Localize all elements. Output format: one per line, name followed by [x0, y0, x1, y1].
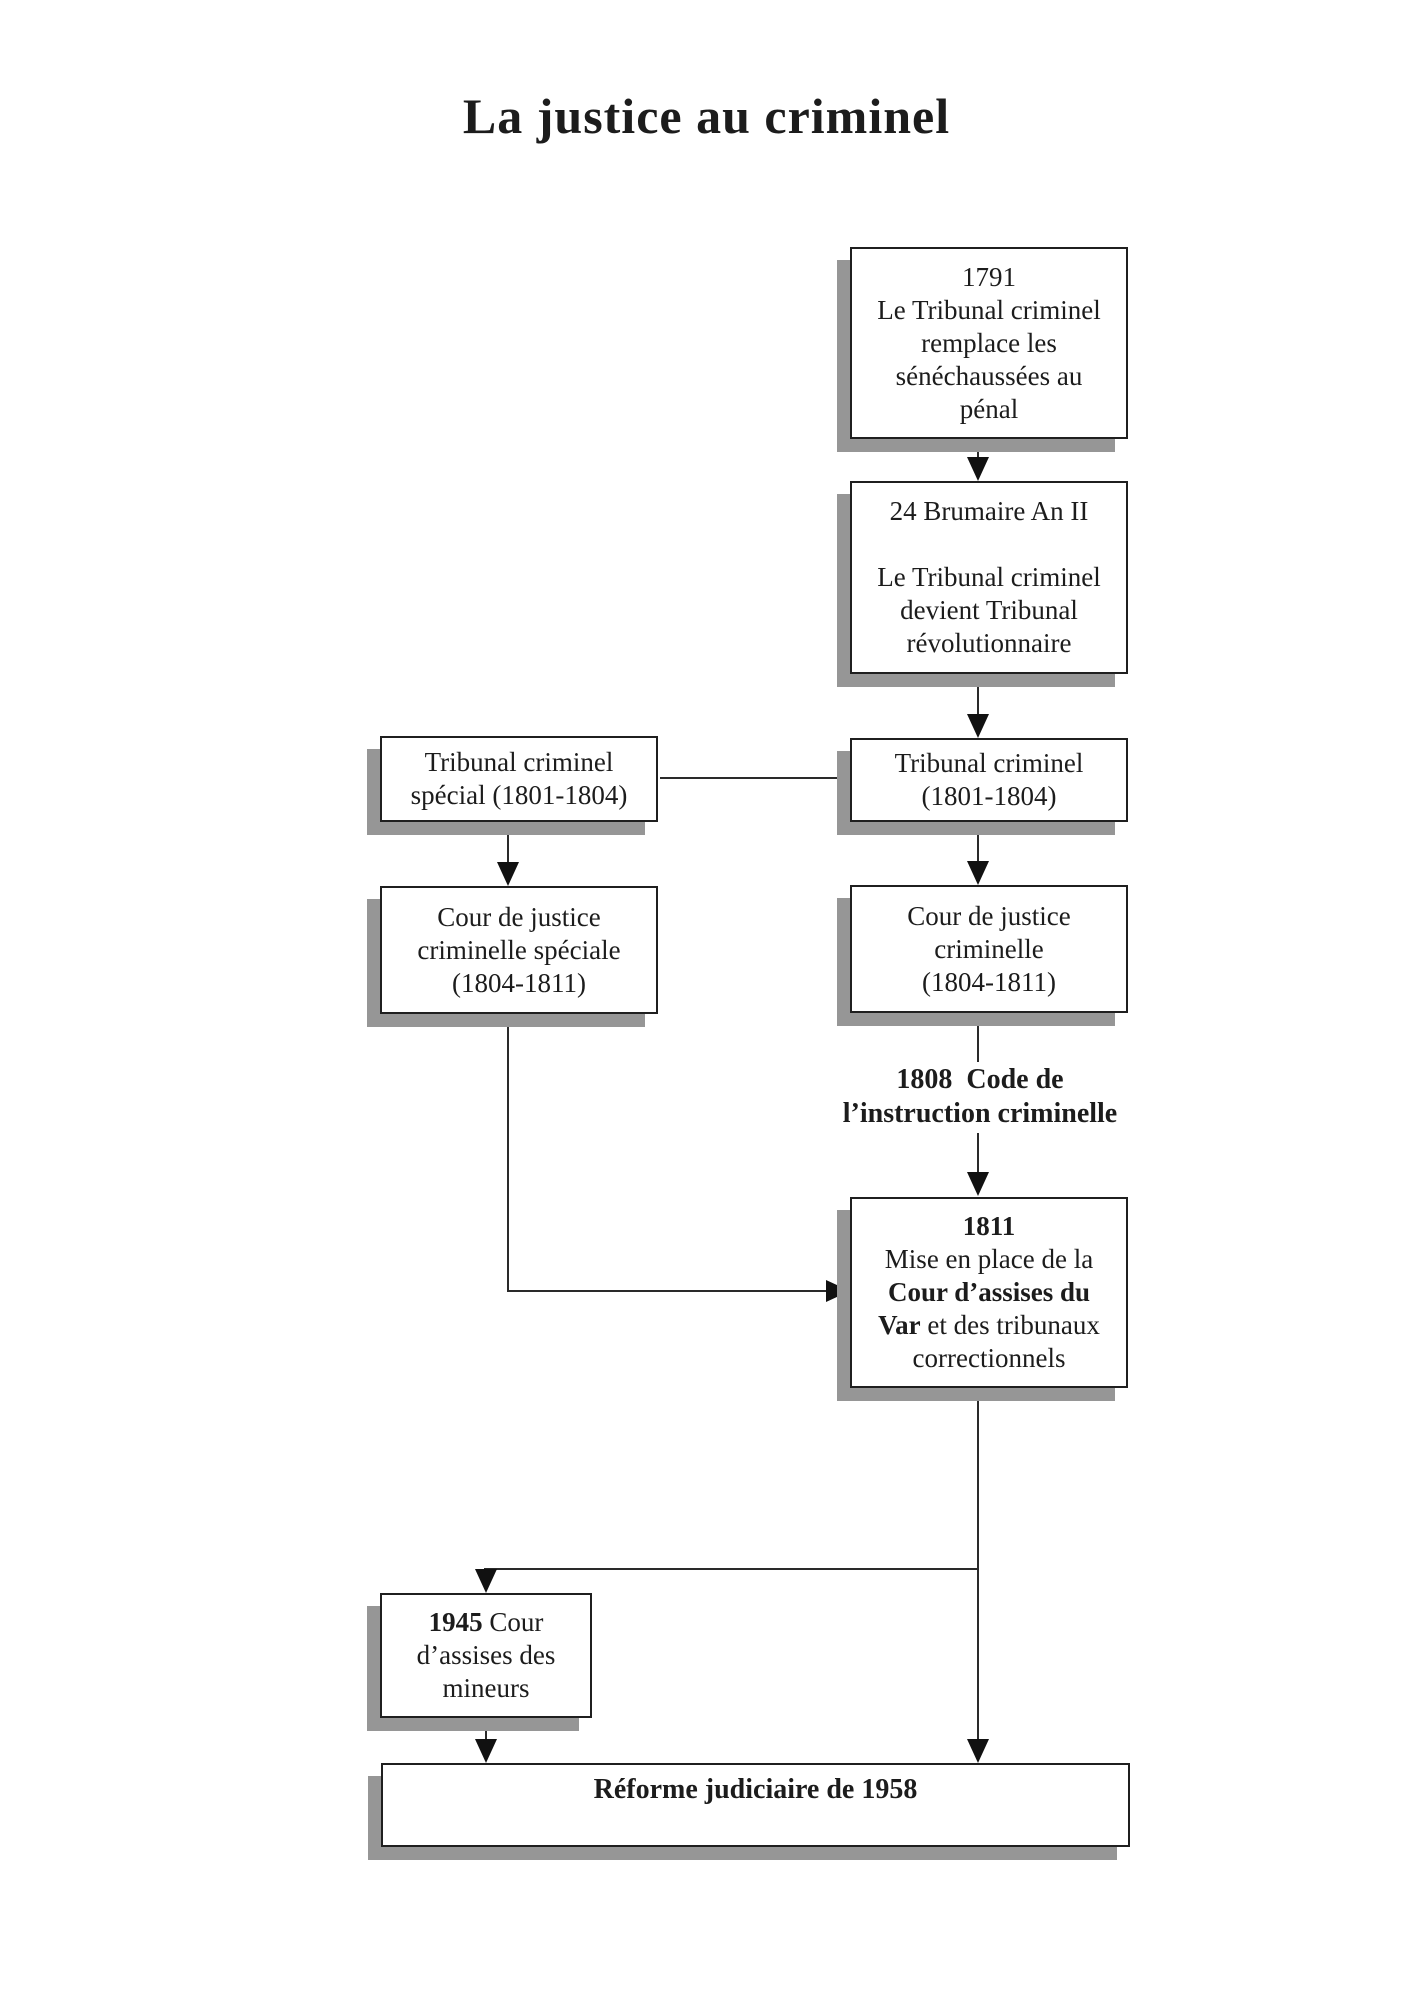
box-line: correctionnels: [912, 1343, 1066, 1373]
connector-special-to-tribunal: [660, 777, 850, 779]
box-cour-justice-criminelle: Cour de justice criminelle (1804-1811): [850, 885, 1128, 1013]
box-line: Mise en place de la: [884, 1244, 1094, 1274]
diagram-title: La justice au criminel: [462, 88, 951, 144]
box-line: Cour de justice: [437, 901, 601, 932]
arrow-down-icon: [967, 1739, 989, 1763]
box-line-segment: Cour: [482, 1607, 544, 1637]
arrow-right-icon: [826, 1280, 850, 1302]
box-line: Cour d’assises du: [887, 1277, 1091, 1307]
box-cour-justice-criminelle-speciale: Cour de justice criminelle spéciale (180…: [380, 886, 658, 1014]
connector-1808-label-to-1811: [977, 1133, 979, 1172]
connector-branch-to-1945: [484, 1568, 979, 1570]
box-1945-mineurs: 1945 Cour d’assises des mineurs: [380, 1593, 592, 1718]
connector-1945-to-reforme: [485, 1718, 487, 1739]
box-line: Tribunal criminel: [424, 747, 614, 777]
box-reforme-1958: Réforme judiciaire de 1958: [381, 1763, 1130, 1847]
box-line-bold-segment: 1945: [428, 1607, 483, 1637]
arrow-down-icon: [967, 457, 989, 481]
arrow-down-icon: [967, 861, 989, 885]
box-line: devient Tribunal: [900, 595, 1078, 625]
label-1808-code: 1808 Code de l’instruction criminelle: [800, 1063, 1160, 1131]
box-line: Tribunal criminel: [894, 748, 1084, 778]
connector-cour-to-1808-label: [977, 1013, 979, 1062]
box-line: Le Tribunal criminel: [877, 294, 1101, 325]
arrow-down-icon: [497, 862, 519, 886]
box-1811-cour-assises: 1811 Mise en place de la Cour d’assises …: [850, 1197, 1128, 1388]
arrow-down-icon: [967, 1172, 989, 1196]
box-line: révolutionnaire: [906, 628, 1072, 658]
box-line: d’assises des: [416, 1640, 556, 1670]
box-line: remplace les: [921, 327, 1057, 358]
box-1791: 1791 Le Tribunal criminel remplace les s…: [850, 247, 1128, 439]
connector-special-to-cour-speciale: [507, 822, 509, 862]
box-line: (1804-1811): [922, 966, 1056, 997]
box-line: Réforme judiciaire de 1958: [593, 1774, 918, 1805]
connector-1811-to-reforme: [977, 1388, 979, 1739]
box-tribunal-criminel-special: Tribunal criminel spécial (1801-1804): [380, 736, 658, 822]
box-line: 1791: [962, 261, 1016, 292]
box-line: criminelle spéciale: [417, 934, 621, 965]
arrow-down-icon: [475, 1569, 497, 1593]
box-line: criminelle: [934, 933, 1044, 964]
box-line: 24 Brumaire An II: [889, 496, 1089, 526]
arrow-down-icon: [967, 714, 989, 738]
box-line: (1804-1811): [452, 967, 586, 998]
box-tribunal-criminel: Tribunal criminel (1801-1804): [850, 738, 1128, 822]
label-line: 1808 Code de: [896, 1064, 1064, 1095]
arrow-down-icon: [475, 1739, 497, 1763]
box-24-brumaire: 24 Brumaire An II Le Tribunal criminel d…: [850, 481, 1128, 674]
box-line: pénal: [959, 393, 1019, 424]
connector-cour-speciale-to-1811: [507, 1290, 828, 1292]
label-line: l’instruction criminelle: [842, 1098, 1118, 1129]
box-line: sénéchaussées au: [895, 360, 1083, 391]
connector-1791-to-brumaire: [977, 439, 979, 457]
connector-brumaire-to-tribunal: [977, 674, 979, 714]
box-line-segment: et des tribunaux: [920, 1310, 1100, 1340]
box-line: (1801-1804): [921, 781, 1057, 811]
box-line: [852, 528, 1126, 561]
box-line: spécial (1801-1804): [410, 780, 628, 810]
box-line: Var et des tribunaux: [852, 1309, 1126, 1342]
box-line-bold-segment: Var: [878, 1310, 921, 1340]
box-line: Cour de justice: [907, 900, 1071, 931]
connector-cour-speciale-down: [507, 1014, 509, 1292]
connector-tribunal-to-cour: [977, 822, 979, 861]
box-line: 1811: [962, 1211, 1016, 1241]
box-line: 1945 Cour: [382, 1606, 590, 1639]
box-line: Le Tribunal criminel: [877, 562, 1101, 592]
box-line: mineurs: [442, 1673, 530, 1703]
